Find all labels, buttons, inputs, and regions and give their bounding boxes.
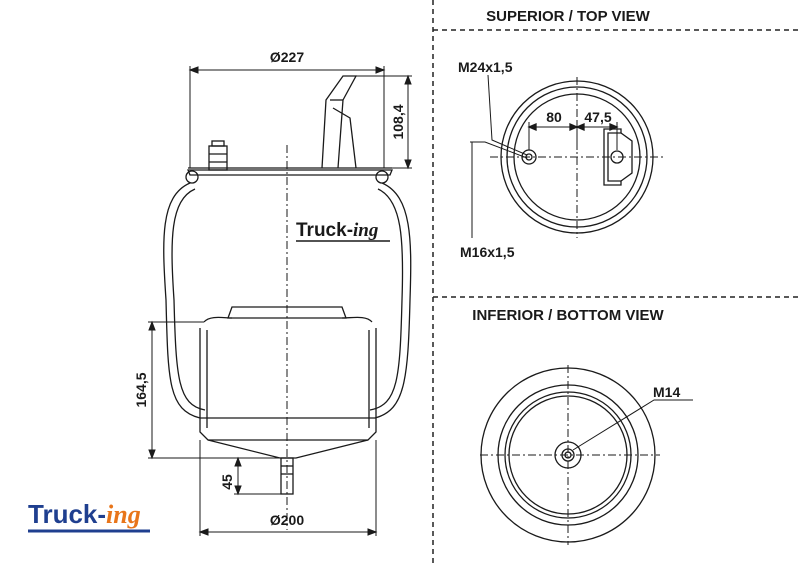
bellows-inner-left bbox=[171, 188, 206, 411]
bottom-m14-leader bbox=[572, 399, 693, 451]
top-m24-leader bbox=[487, 74, 528, 156]
top-dim-47: 47,5 bbox=[584, 109, 611, 125]
dim-227-arrows bbox=[188, 66, 386, 74]
bottom-view bbox=[480, 365, 693, 545]
bellows-logo-text: Truck-ing bbox=[296, 220, 378, 241]
top-view bbox=[470, 74, 665, 238]
brand-logo-word: Truck- bbox=[28, 499, 106, 529]
top-view-title: SUPERIOR / TOP VIEW bbox=[486, 8, 650, 25]
top-bracket-side bbox=[332, 107, 357, 169]
view-separators bbox=[432, 0, 800, 565]
top-bracket bbox=[321, 75, 358, 169]
top-bolt bbox=[208, 145, 228, 171]
top-m16-nut bbox=[610, 150, 624, 164]
dim-200-arrows bbox=[198, 528, 378, 536]
top-plate bbox=[187, 169, 393, 176]
side-dimensions bbox=[148, 66, 412, 536]
top-thread-m24: M24x1,5 bbox=[458, 59, 513, 75]
bottom-stud bbox=[280, 457, 294, 495]
piston-inner bbox=[206, 330, 370, 428]
dim-top-height: 108,4 bbox=[390, 104, 406, 139]
bellows-logo-word: Truck- bbox=[296, 220, 353, 241]
piston-cone bbox=[207, 439, 369, 459]
top-bracket-plan bbox=[603, 128, 622, 186]
left-crimp bbox=[185, 170, 199, 184]
bottom-boss bbox=[554, 441, 582, 469]
piston-shoulder bbox=[203, 316, 373, 323]
dim-top-diameter: Ø227 bbox=[270, 49, 304, 65]
dim-164-arrows bbox=[148, 320, 156, 460]
bottom-view-title: INFERIOR / BOTTOM VIEW bbox=[472, 307, 664, 324]
dim-piston-height: 164,5 bbox=[133, 372, 149, 407]
bellows-logo: Truck-ing bbox=[296, 220, 390, 242]
brand-logo: Truck-ing bbox=[28, 499, 150, 533]
bellows-inner-right bbox=[369, 188, 404, 411]
top-dim-80: 80 bbox=[546, 109, 562, 125]
top-bolt-head bbox=[211, 140, 225, 147]
dim-45-arrows bbox=[234, 456, 242, 496]
dim-bottom-diameter: Ø200 bbox=[270, 512, 304, 528]
piston-body bbox=[199, 328, 377, 441]
top-m16-leader-stub bbox=[470, 141, 528, 159]
bottom-stud-inner bbox=[564, 451, 572, 459]
top-dim-arrows bbox=[527, 123, 619, 131]
top-m24-bolt-core bbox=[525, 153, 533, 161]
bottom-thread-m14: M14 bbox=[653, 384, 680, 400]
dim-108-arrows bbox=[404, 74, 412, 170]
top-thread-m16: M16x1,5 bbox=[460, 244, 515, 260]
brand-logo-text: Truck-ing bbox=[28, 499, 141, 529]
right-crimp bbox=[375, 170, 389, 184]
brand-logo-suffix: ing bbox=[106, 500, 141, 529]
dim-stud-length: 45 bbox=[219, 474, 235, 490]
bellows-logo-suffix: ing bbox=[353, 220, 378, 241]
bellows-outer bbox=[163, 182, 412, 419]
side-view bbox=[163, 75, 412, 530]
top-bracket-plan-side bbox=[620, 132, 633, 182]
bottom-stud-outer bbox=[561, 448, 575, 462]
